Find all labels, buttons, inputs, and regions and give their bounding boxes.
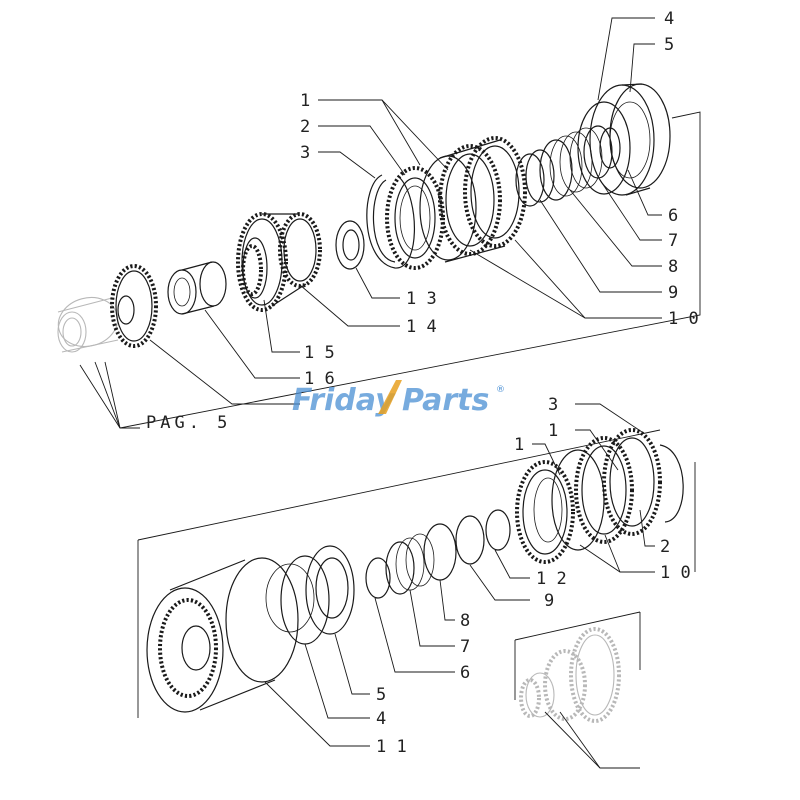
label-lower-1b: 1 (514, 435, 524, 455)
inset-frame-top (514, 611, 641, 641)
label-upper-4: 4 (664, 9, 674, 29)
label-upper-10: 1 0 (668, 309, 699, 329)
clutch-pack-upper (385, 136, 527, 270)
double-gear (236, 212, 322, 312)
watermark-logo: Friday Parts ® (292, 380, 505, 418)
small-gear (110, 264, 158, 348)
label-lower-12: 1 2 (536, 569, 567, 589)
ghost-bearing (57, 297, 119, 353)
label-upper-8: 8 (668, 257, 678, 277)
label-upper-14: 1 4 (406, 317, 437, 337)
label-lower-8: 8 (460, 611, 470, 631)
svg-text:®: ® (496, 385, 505, 395)
bushing (167, 261, 227, 315)
label-upper-16: 1 6 (304, 369, 335, 389)
piston-hub-upper (577, 83, 671, 196)
label-upper-15: 1 5 (304, 343, 335, 363)
label-upper-3: 3 (300, 143, 310, 163)
label-lower-2: 2 (660, 537, 670, 557)
lower-leader-lines (264, 403, 655, 747)
svg-text:Parts: Parts (402, 383, 489, 418)
thrust-washer (335, 220, 365, 270)
label-lower-4: 4 (376, 709, 386, 729)
label-lower-9: 9 (544, 591, 554, 611)
label-lower-6: 6 (460, 663, 470, 683)
label-lower-3: 3 (548, 395, 558, 415)
label-lower-5: 5 (376, 685, 386, 705)
seal-rings-lower (280, 545, 355, 645)
label-lower-10: 1 0 (660, 563, 691, 583)
inset-ghost-gear (519, 627, 621, 723)
label-upper-13: 1 3 (406, 289, 437, 309)
label-upper-2: 2 (300, 117, 310, 137)
spring-stack-lower (365, 509, 511, 599)
label-upper-5: 5 (664, 35, 674, 55)
label-upper-9: 9 (668, 283, 678, 303)
upper-leader-lines (79, 17, 662, 429)
reference-page-label: PAG. 5 (146, 413, 231, 433)
label-upper-1: 1 (300, 91, 310, 111)
label-upper-6: 6 (668, 206, 678, 226)
drum-housing (146, 557, 315, 713)
label-lower-7: 7 (460, 637, 470, 657)
label-lower-1a: 1 (548, 421, 558, 441)
label-upper-7: 7 (668, 231, 678, 251)
lower-frame-top (137, 429, 661, 541)
snap-ring-upper (366, 174, 415, 269)
label-lower-11: 1 1 (376, 737, 407, 757)
upper-frame (119, 111, 701, 429)
clutch-pack-lower (515, 428, 684, 564)
svg-text:Friday: Friday (292, 383, 396, 418)
